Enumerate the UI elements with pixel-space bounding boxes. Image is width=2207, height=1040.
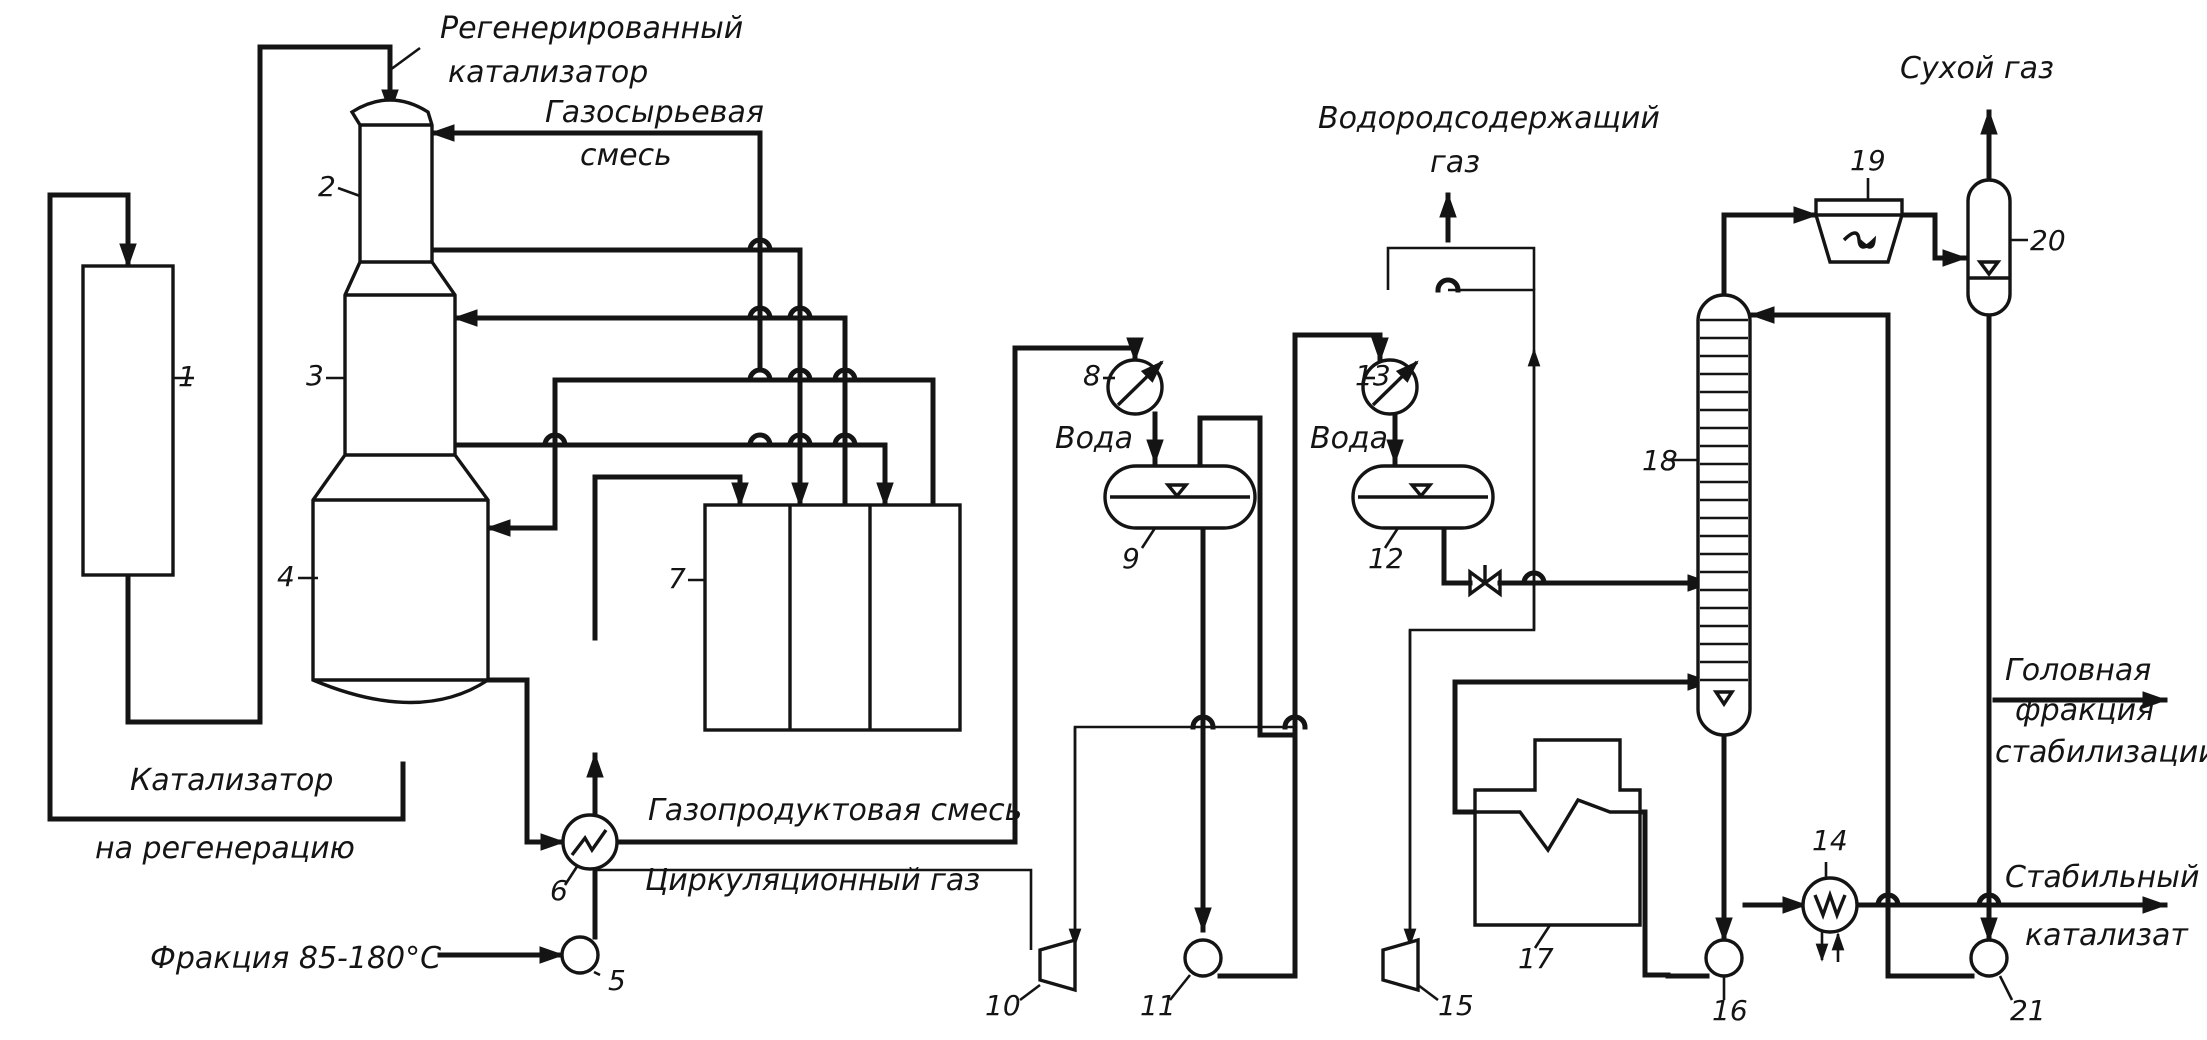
crossing-humps bbox=[542, 237, 2002, 908]
compressor-10 bbox=[1038, 937, 1077, 993]
line-r4-to-exchanger bbox=[485, 677, 566, 851]
label-head-fraction-3: стабилизации bbox=[1995, 735, 2207, 770]
label-gas-feed-mix: Газосырьевая bbox=[545, 95, 764, 130]
leader-lines bbox=[173, 46, 2028, 1002]
line-r2-to-furnace bbox=[429, 247, 809, 508]
label-stable-catalysate-2: катализат bbox=[2025, 918, 2189, 953]
number-1: 1 bbox=[178, 360, 196, 393]
separator-9 bbox=[1103, 464, 1257, 530]
label-circulation-gas: Циркуляционный газ bbox=[645, 863, 980, 898]
label-gas-feed-mix-2: смесь bbox=[580, 138, 672, 173]
number-6: 6 bbox=[550, 874, 568, 907]
line-gas-feed-mix bbox=[429, 124, 763, 373]
line-regenerated-catalyst bbox=[125, 44, 399, 725]
valve bbox=[1468, 565, 1502, 598]
pump-5 bbox=[560, 935, 600, 975]
number-15: 15 bbox=[1438, 989, 1474, 1022]
number-9: 9 bbox=[1122, 542, 1140, 575]
reactor-shell bbox=[311, 98, 490, 705]
pump-11 bbox=[1183, 938, 1223, 978]
line-r3-to-furnace bbox=[452, 442, 894, 508]
heat-exchanger-14 bbox=[1801, 876, 1859, 962]
number-2: 2 bbox=[318, 170, 336, 203]
number-21: 21 bbox=[2010, 994, 2046, 1027]
equipment-numbers: 1 2 3 4 5 6 7 8 9 10 11 12 13 14 15 16 1… bbox=[178, 144, 2066, 1027]
number-4: 4 bbox=[277, 560, 295, 593]
number-19: 19 bbox=[1850, 144, 1886, 177]
label-catalyst-to-regen-2: на регенерацию bbox=[95, 831, 355, 866]
air-cooler-19 bbox=[1814, 198, 1904, 264]
cooler-13 bbox=[1361, 358, 1419, 416]
line-cooler19-to-sep20 bbox=[1899, 212, 1968, 267]
label-water-8: Вода bbox=[1055, 421, 1133, 456]
pipelines bbox=[47, 44, 2168, 979]
label-head-fraction-2: фракция bbox=[2015, 693, 2154, 728]
separator-12 bbox=[1351, 464, 1495, 530]
number-5: 5 bbox=[608, 964, 626, 997]
heat-exchanger-6 bbox=[561, 813, 619, 871]
line-catalyst-to-regeneration bbox=[47, 192, 406, 822]
label-water-13: Вода bbox=[1310, 421, 1388, 456]
number-10: 10 bbox=[985, 989, 1021, 1022]
label-dry-gas: Сухой газ bbox=[1900, 51, 2054, 86]
line-comp10-suction bbox=[1073, 725, 1295, 945]
line-gas-product-mix bbox=[614, 337, 1144, 845]
pump-21 bbox=[1969, 938, 2009, 978]
label-hydrogen-gas-2: газ bbox=[1430, 145, 1480, 180]
annotations: Регенерированный катализатор Газосырьева… bbox=[95, 11, 2207, 976]
label-hydrogen-gas: Водородсодержащий bbox=[1318, 101, 1660, 136]
label-gas-product-mix: Газопродуктовая смесь bbox=[648, 793, 1022, 828]
number-11: 11 bbox=[1140, 989, 1176, 1022]
label-head-fraction: Головная bbox=[2005, 653, 2151, 688]
label-feed-fraction: Фракция 85-180°С bbox=[150, 941, 441, 976]
compressor-15 bbox=[1381, 937, 1420, 993]
cooler-8 bbox=[1106, 358, 1164, 416]
line-feed-to-furnace bbox=[592, 474, 749, 641]
number-3: 3 bbox=[306, 359, 324, 392]
number-14: 14 bbox=[1812, 824, 1848, 857]
number-13: 13 bbox=[1355, 359, 1391, 392]
label-catalyst-to-regen: Катализатор bbox=[130, 763, 333, 798]
line-sep9-gas bbox=[1197, 332, 1389, 738]
line-reboiler-return bbox=[1452, 673, 1713, 979]
line-circulation-gas bbox=[596, 868, 1033, 950]
number-7: 7 bbox=[668, 562, 686, 595]
number-20: 20 bbox=[2030, 224, 2066, 257]
line-furnace-to-r4 bbox=[485, 377, 936, 537]
column-18 bbox=[1696, 293, 1752, 737]
label-stable-catalysate: Стабильный bbox=[2005, 860, 2199, 895]
line-reflux bbox=[1749, 306, 1975, 979]
furnace-7 bbox=[703, 503, 962, 732]
separator-20 bbox=[1966, 178, 2012, 317]
line-col18-top bbox=[1721, 206, 1819, 298]
number-16: 16 bbox=[1712, 994, 1748, 1027]
line-sep12-liquid bbox=[1441, 525, 1473, 586]
number-8: 8 bbox=[1083, 359, 1101, 392]
line-pump11-out bbox=[1217, 737, 1298, 979]
thin-lines bbox=[596, 246, 1541, 950]
line-hydrogen-loop bbox=[1386, 246, 1536, 290]
label-regenerated-catalyst: Регенерированный bbox=[440, 11, 743, 46]
label-regenerated-catalyst-2: катализатор bbox=[448, 55, 648, 90]
pump-16 bbox=[1704, 938, 1744, 978]
regenerator-1 bbox=[81, 264, 175, 577]
reactor-block bbox=[311, 98, 490, 705]
furnace-17 bbox=[1473, 738, 1645, 927]
